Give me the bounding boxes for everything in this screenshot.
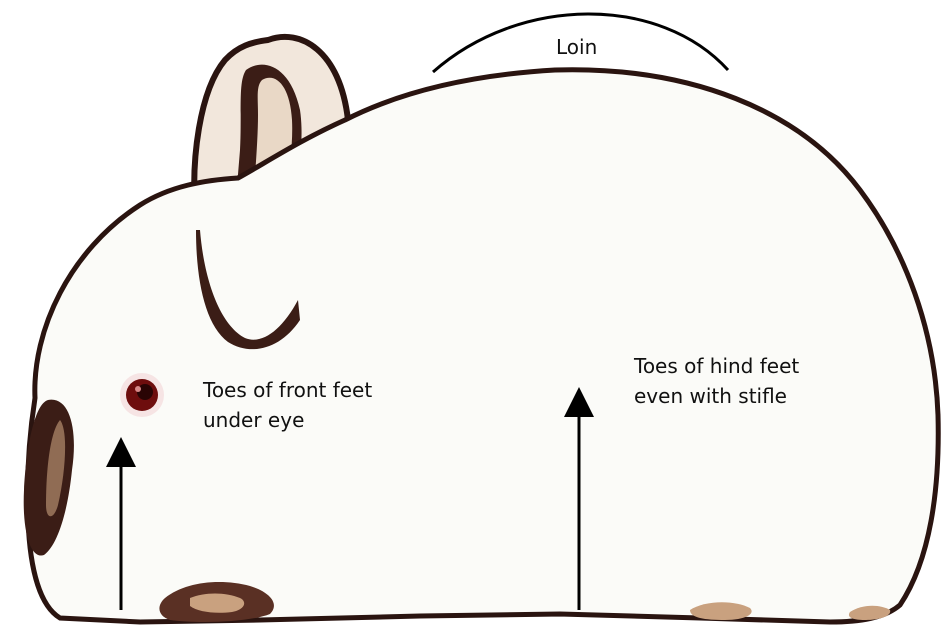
front-feet-label: Toes of front feet under eye: [203, 375, 372, 435]
loin-label: Loin: [556, 32, 597, 62]
eye: [120, 373, 164, 417]
hind-feet-label-line1: Toes of hind feet: [634, 351, 799, 381]
hind-feet-label: Toes of hind feet even with stifle: [634, 351, 799, 411]
hind-feet-label-line2: even with stifle: [634, 381, 799, 411]
front-feet-label-line2: under eye: [203, 405, 372, 435]
rabbit-body: [27, 70, 938, 622]
front-feet-label-line1: Toes of front feet: [203, 375, 372, 405]
